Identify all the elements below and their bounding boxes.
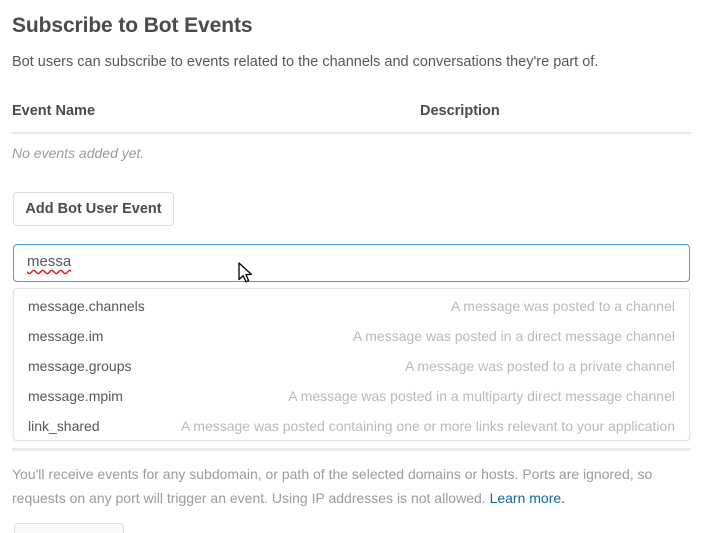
suggestion-event-name: message.channels [28,298,145,314]
events-table-header: Event Name Description [12,103,691,127]
suggestion-event-description: A message was posted to a private channe… [404,358,675,374]
page-title: Subscribe to Bot Events [12,14,253,37]
suggestion-item[interactable]: message.mpim A message was posted in a m… [14,381,689,411]
suggestion-item[interactable]: message.groups A message was posted to a… [14,351,689,381]
add-bot-user-event-button[interactable]: Add Bot User Event [13,192,174,226]
event-suggestions-dropdown[interactable]: message.channels A message was posted to… [13,288,690,441]
column-header-description: Description [420,103,500,119]
event-search-input[interactable] [13,244,690,282]
suggestion-item[interactable]: link_shared A message was posted contain… [14,411,689,440]
footer-note-text: You'll receive events for any subdomain,… [12,466,653,506]
bottom-partial-button[interactable] [14,523,124,533]
suggestion-event-name: message.mpim [28,388,123,404]
suggestion-event-name: link_shared [28,418,100,434]
footer-note: You'll receive events for any subdomain,… [12,462,691,510]
suggestion-event-description: A message was posted in a direct message… [352,328,675,344]
suggestion-item[interactable]: message.im A message was posted in a dir… [14,321,689,351]
column-header-event-name: Event Name [12,103,96,119]
events-table-empty-message: No events added yet. [12,145,145,161]
page-subtitle: Bot users can subscribe to events relate… [12,54,599,70]
suggestion-event-description: A message was posted containing one or m… [180,418,675,434]
suggestion-item[interactable]: message.channels A message was posted to… [14,291,689,321]
table-header-divider [12,132,691,134]
learn-more-link[interactable]: Learn more. [489,490,566,506]
suggestion-event-description: A message was posted in a multiparty dir… [288,388,675,404]
suggestion-event-name: message.groups [28,358,132,374]
suggestion-event-name: message.im [28,328,104,344]
suggestion-event-description: A message was posted to a channel [450,298,675,314]
section-divider [12,448,691,451]
